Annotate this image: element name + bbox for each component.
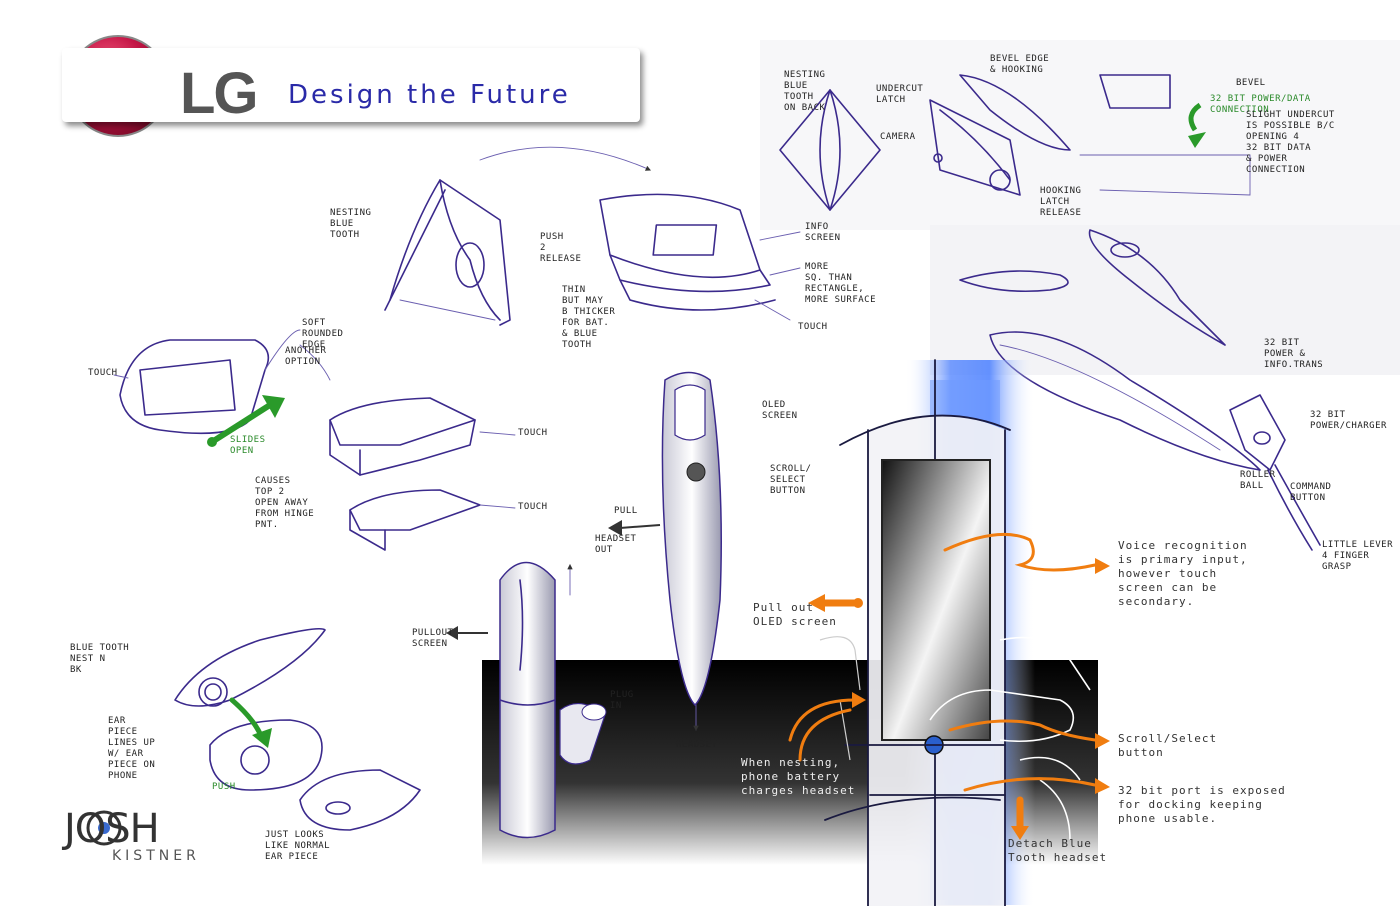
note-headset-out: HEADSET OUT <box>595 534 637 555</box>
note-nesting-bluetooth: NESTING BLUE TOOTH <box>330 208 372 240</box>
note-push: PUSH <box>212 782 236 792</box>
note-oled-screen: OLED SCREEN <box>762 400 798 421</box>
brand-name: LG <box>180 61 259 126</box>
note-hooking-latch: HOOKING LATCH RELEASE <box>1040 186 1082 218</box>
note-plug-in: PLUG IN <box>610 690 634 711</box>
note-data-port: 32 BIT POWER/DATA CONNECTION <box>1210 94 1311 115</box>
note-thin-thicker: THIN BUT MAY B THICKER FOR BAT. & BLUE T… <box>562 285 616 350</box>
note-nesting-back: NESTING BLUE TOOTH ON BACK <box>784 70 826 113</box>
callout-pull-oled: Pull out OLED screen <box>753 601 837 628</box>
note-another-option: ANOTHER OPTION <box>285 346 327 367</box>
designer-last-name: KISTNER <box>112 848 200 864</box>
note-pullout-screen: PULLOUT SCREEN <box>412 628 454 649</box>
note-info-screen: INFO SCREEN <box>805 222 841 243</box>
note-touch-1: TOUCH <box>798 322 828 332</box>
brand-banner <box>62 48 640 122</box>
note-bluetooth-nest: BLUE TOOTH NEST N BK <box>70 643 130 675</box>
note-touch-2: TOUCH <box>518 428 548 438</box>
designer-first-name: JOSH <box>64 806 160 852</box>
note-slides-open: SLIDES OPEN <box>230 435 266 456</box>
note-touch-3: TOUCH <box>518 502 548 512</box>
note-bevel-edge: BEVEL EDGE & HOOKING <box>990 54 1050 75</box>
note-camera: CAMERA <box>880 132 916 142</box>
note-bit-power-charger: 32 BIT POWER/CHARGER <box>1310 410 1387 431</box>
note-pull: PULL <box>614 506 638 516</box>
note-bevel: BEVEL <box>1236 78 1266 88</box>
note-undercut-latch: UNDERCUT LATCH <box>876 84 924 105</box>
note-roller-ball: ROLLER BALL <box>1240 470 1276 491</box>
note-bit-power: 32 BIT POWER & INFO.TRANS <box>1264 338 1324 370</box>
note-slight-undercut: SLIGHT UNDERCUT IS POSSIBLE B/C OPENING … <box>1246 110 1335 175</box>
note-command-button: COMMAND BUTTON <box>1290 482 1332 503</box>
callout-scroll: Scroll/Select button <box>1118 732 1218 759</box>
note-causes-top: CAUSES TOP 2 OPEN AWAY FROM HINGE PNT. <box>255 476 315 530</box>
callout-voice: Voice recognition is primary input, howe… <box>1118 539 1248 608</box>
note-soft-rounded: SOFT ROUNDED EDGE <box>302 318 344 350</box>
note-headset: HEADSET <box>676 740 718 750</box>
callout-nesting: When nesting, phone battery charges head… <box>741 756 856 797</box>
note-more-square: MORE SQ. THAN RECTANGLE, MORE SURFACE <box>805 262 877 305</box>
note-push-release: PUSH 2 RELEASE <box>540 232 582 264</box>
brand-tagline: Design the Future <box>288 80 571 110</box>
note-little-lever: LITTLE LEVER 4 FINGER GRASP <box>1322 540 1394 572</box>
note-just-looks: JUST LOOKS LIKE NORMAL EAR PIECE <box>265 830 331 862</box>
note-touch-left: TOUCH <box>88 368 118 378</box>
callout-port: 32 bit port is exposed for docking keepi… <box>1118 784 1286 825</box>
callout-detach: Detach Blue Tooth headset <box>1008 837 1108 864</box>
note-scroll-select: SCROLL/ SELECT BUTTON <box>770 464 812 496</box>
note-ear-piece: EAR PIECE LINES UP W/ EAR PIECE ON PHONE <box>108 716 156 781</box>
